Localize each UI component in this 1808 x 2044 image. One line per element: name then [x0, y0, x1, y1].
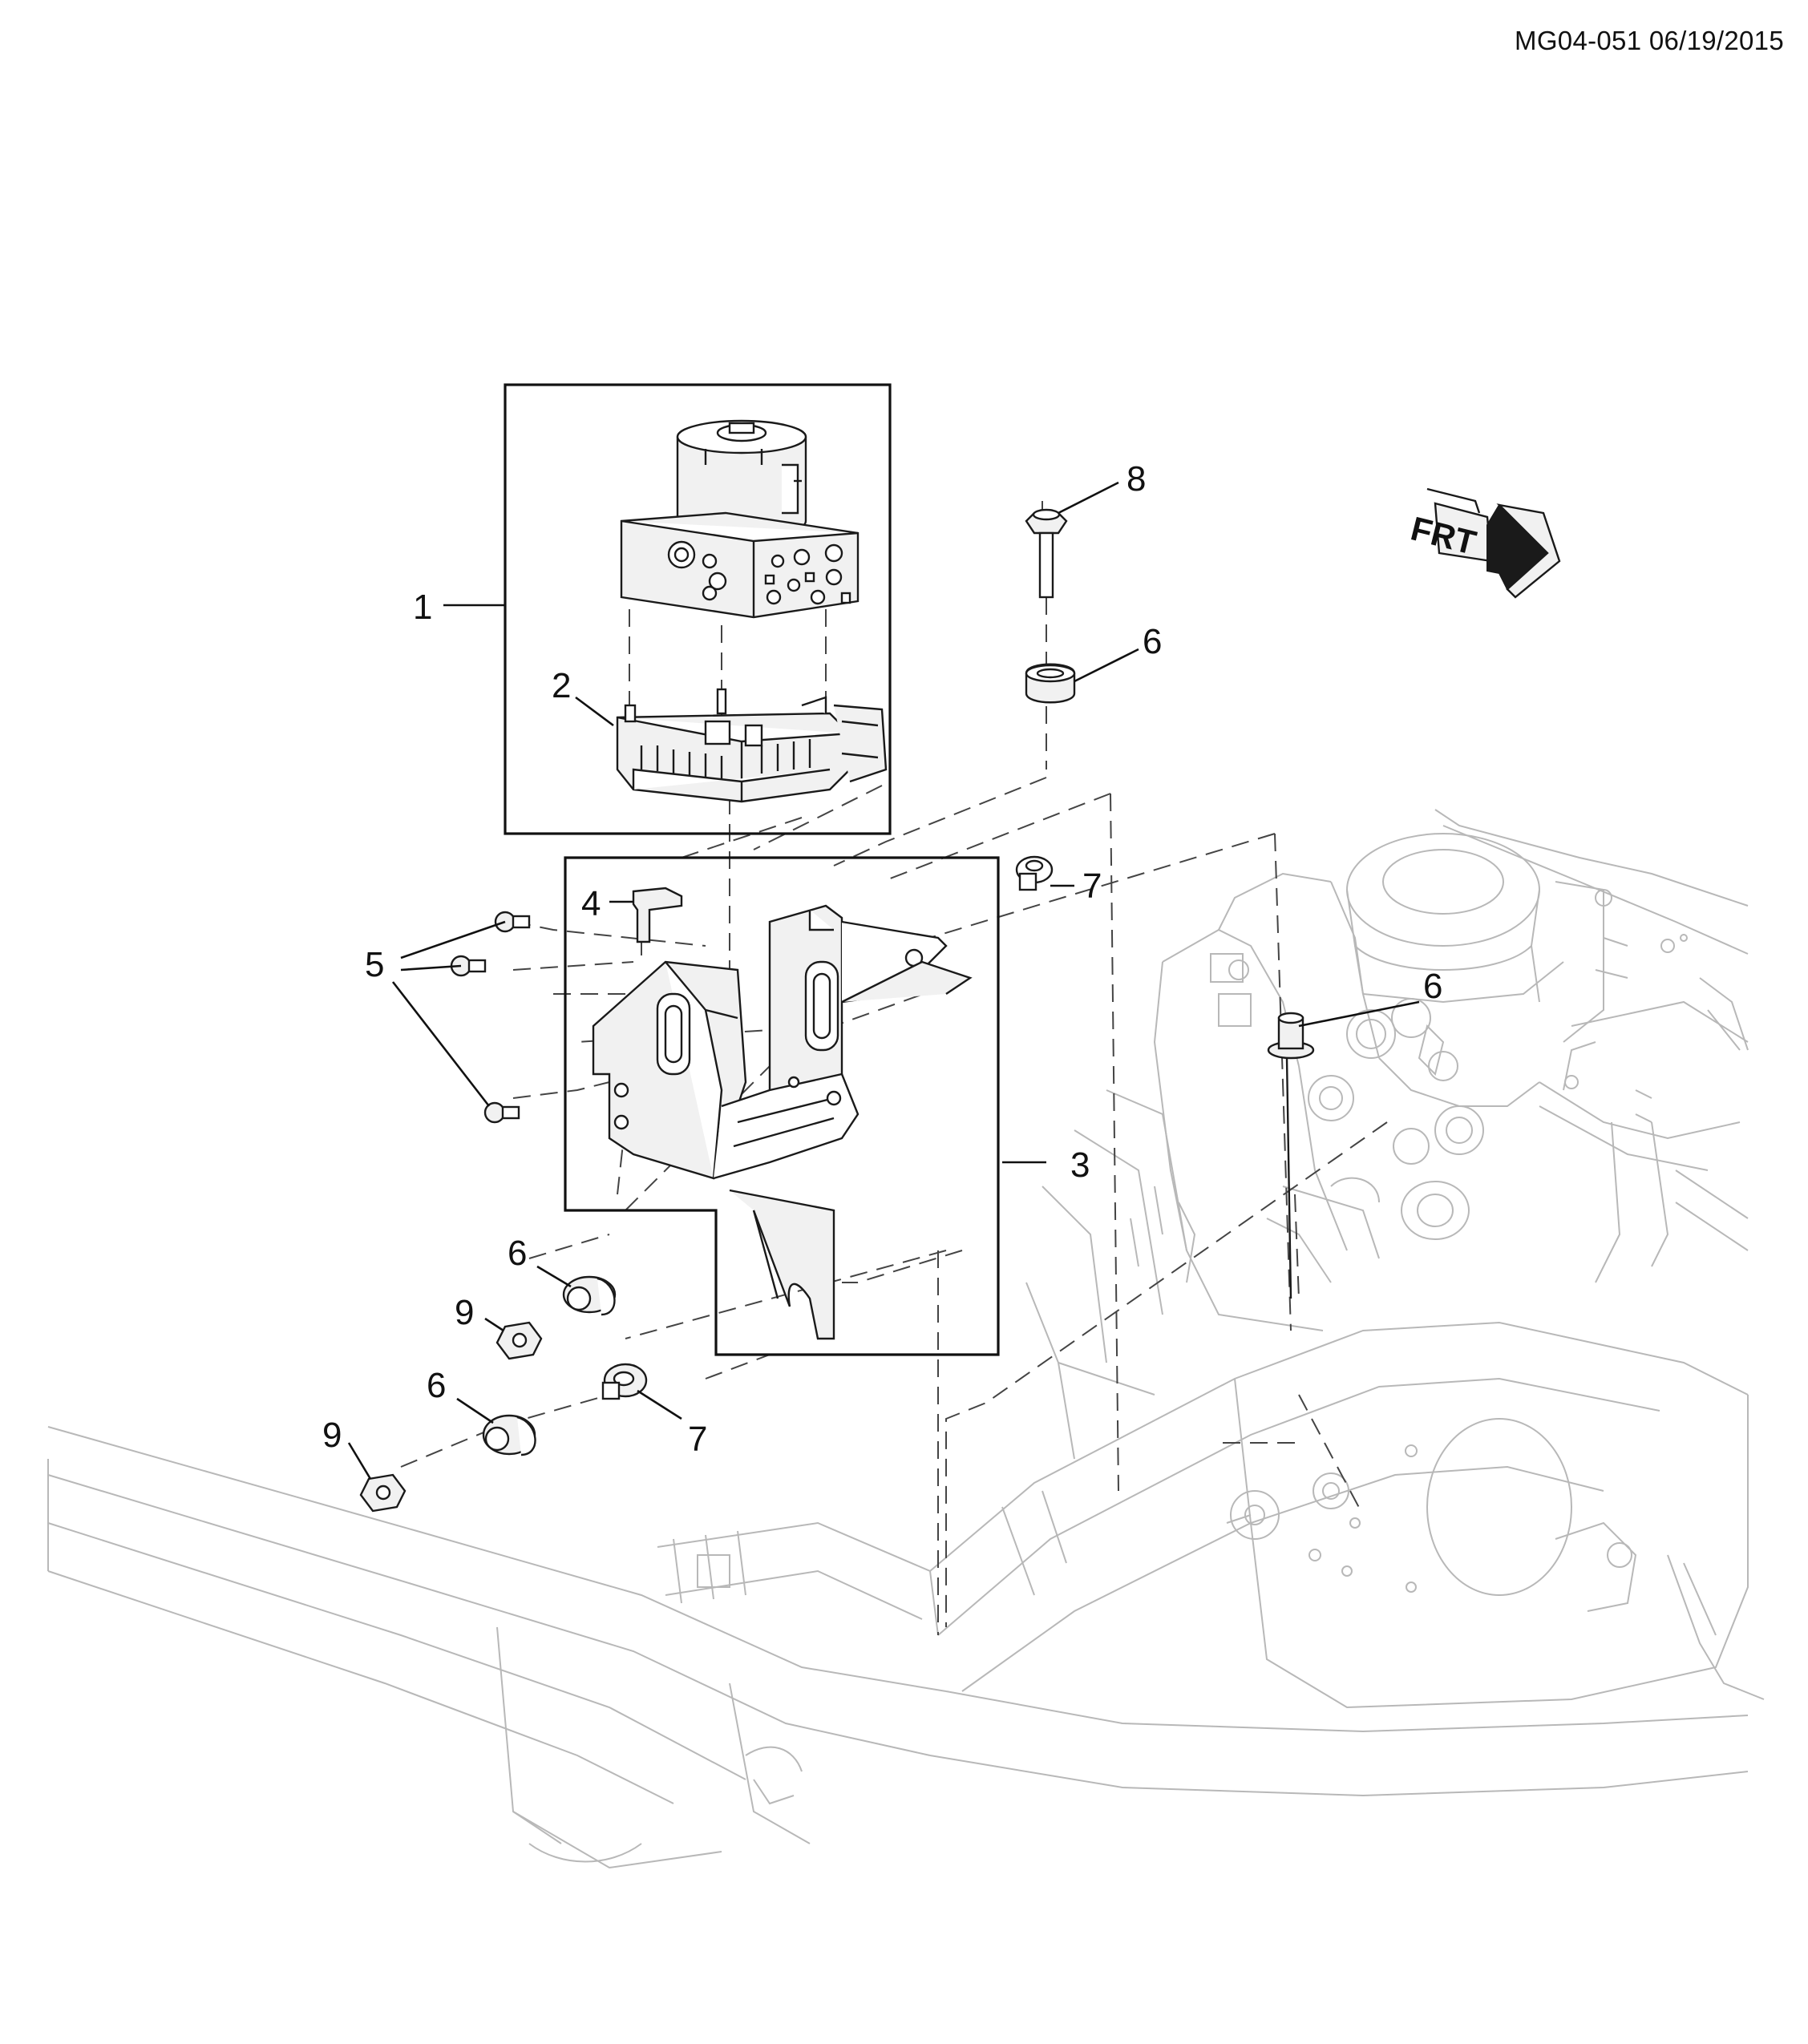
callout-8: 8	[1126, 459, 1146, 499]
part-6-grommet-upper[interactable]	[1025, 663, 1076, 704]
leader-lines	[347, 481, 1420, 1480]
part-3-modulator-bracket[interactable]	[592, 904, 973, 1340]
callout-5: 5	[365, 945, 384, 984]
callout-4: 4	[581, 884, 601, 923]
part-1-frame	[504, 383, 892, 835]
vehicle-body-structure	[47, 809, 1765, 1869]
callout-6-tower: 6	[1423, 967, 1442, 1006]
part-3-frame	[564, 856, 1000, 1356]
part-5-bolt-3[interactable]	[483, 1101, 520, 1124]
part-4-clip[interactable]	[632, 887, 683, 943]
callout-9-lower: 9	[322, 1416, 342, 1455]
part-7-bushing-lower[interactable]	[601, 1363, 648, 1400]
callout-7-upper: 7	[1082, 866, 1102, 906]
part-8-bolt[interactable]	[1025, 508, 1068, 599]
part-9-nut-middle[interactable]	[495, 1321, 543, 1360]
part-5-bolt-1[interactable]	[494, 911, 531, 933]
part-9-nut-lower[interactable]	[359, 1473, 406, 1513]
drawing-id-label: MG04-051 06/19/2015	[1515, 26, 1784, 55]
callout-1: 1	[413, 588, 432, 627]
callout-6-middle: 6	[508, 1234, 527, 1273]
part-6-grommet-tower[interactable]	[1267, 1012, 1315, 1299]
part-6-grommet-lower[interactable]	[482, 1414, 536, 1456]
assembly-alignment-lines	[400, 501, 1388, 1635]
callout-6-upper: 6	[1143, 622, 1162, 661]
callout-labels: 1 2 3 4 5 6 6 6 6 7 7 8 9 9	[322, 459, 1442, 1459]
callout-9-middle: 9	[455, 1293, 474, 1332]
callout-3: 3	[1070, 1145, 1090, 1185]
part-6-grommet-middle[interactable]	[562, 1275, 617, 1316]
front-direction-arrow: FRT	[1407, 487, 1561, 599]
callout-2: 2	[552, 666, 571, 705]
part-7-bushing-upper[interactable]	[1015, 855, 1054, 891]
callout-6-lower: 6	[427, 1366, 446, 1405]
part-1-modulator-assembly[interactable]	[616, 419, 888, 803]
callout-7-lower: 7	[688, 1420, 707, 1459]
